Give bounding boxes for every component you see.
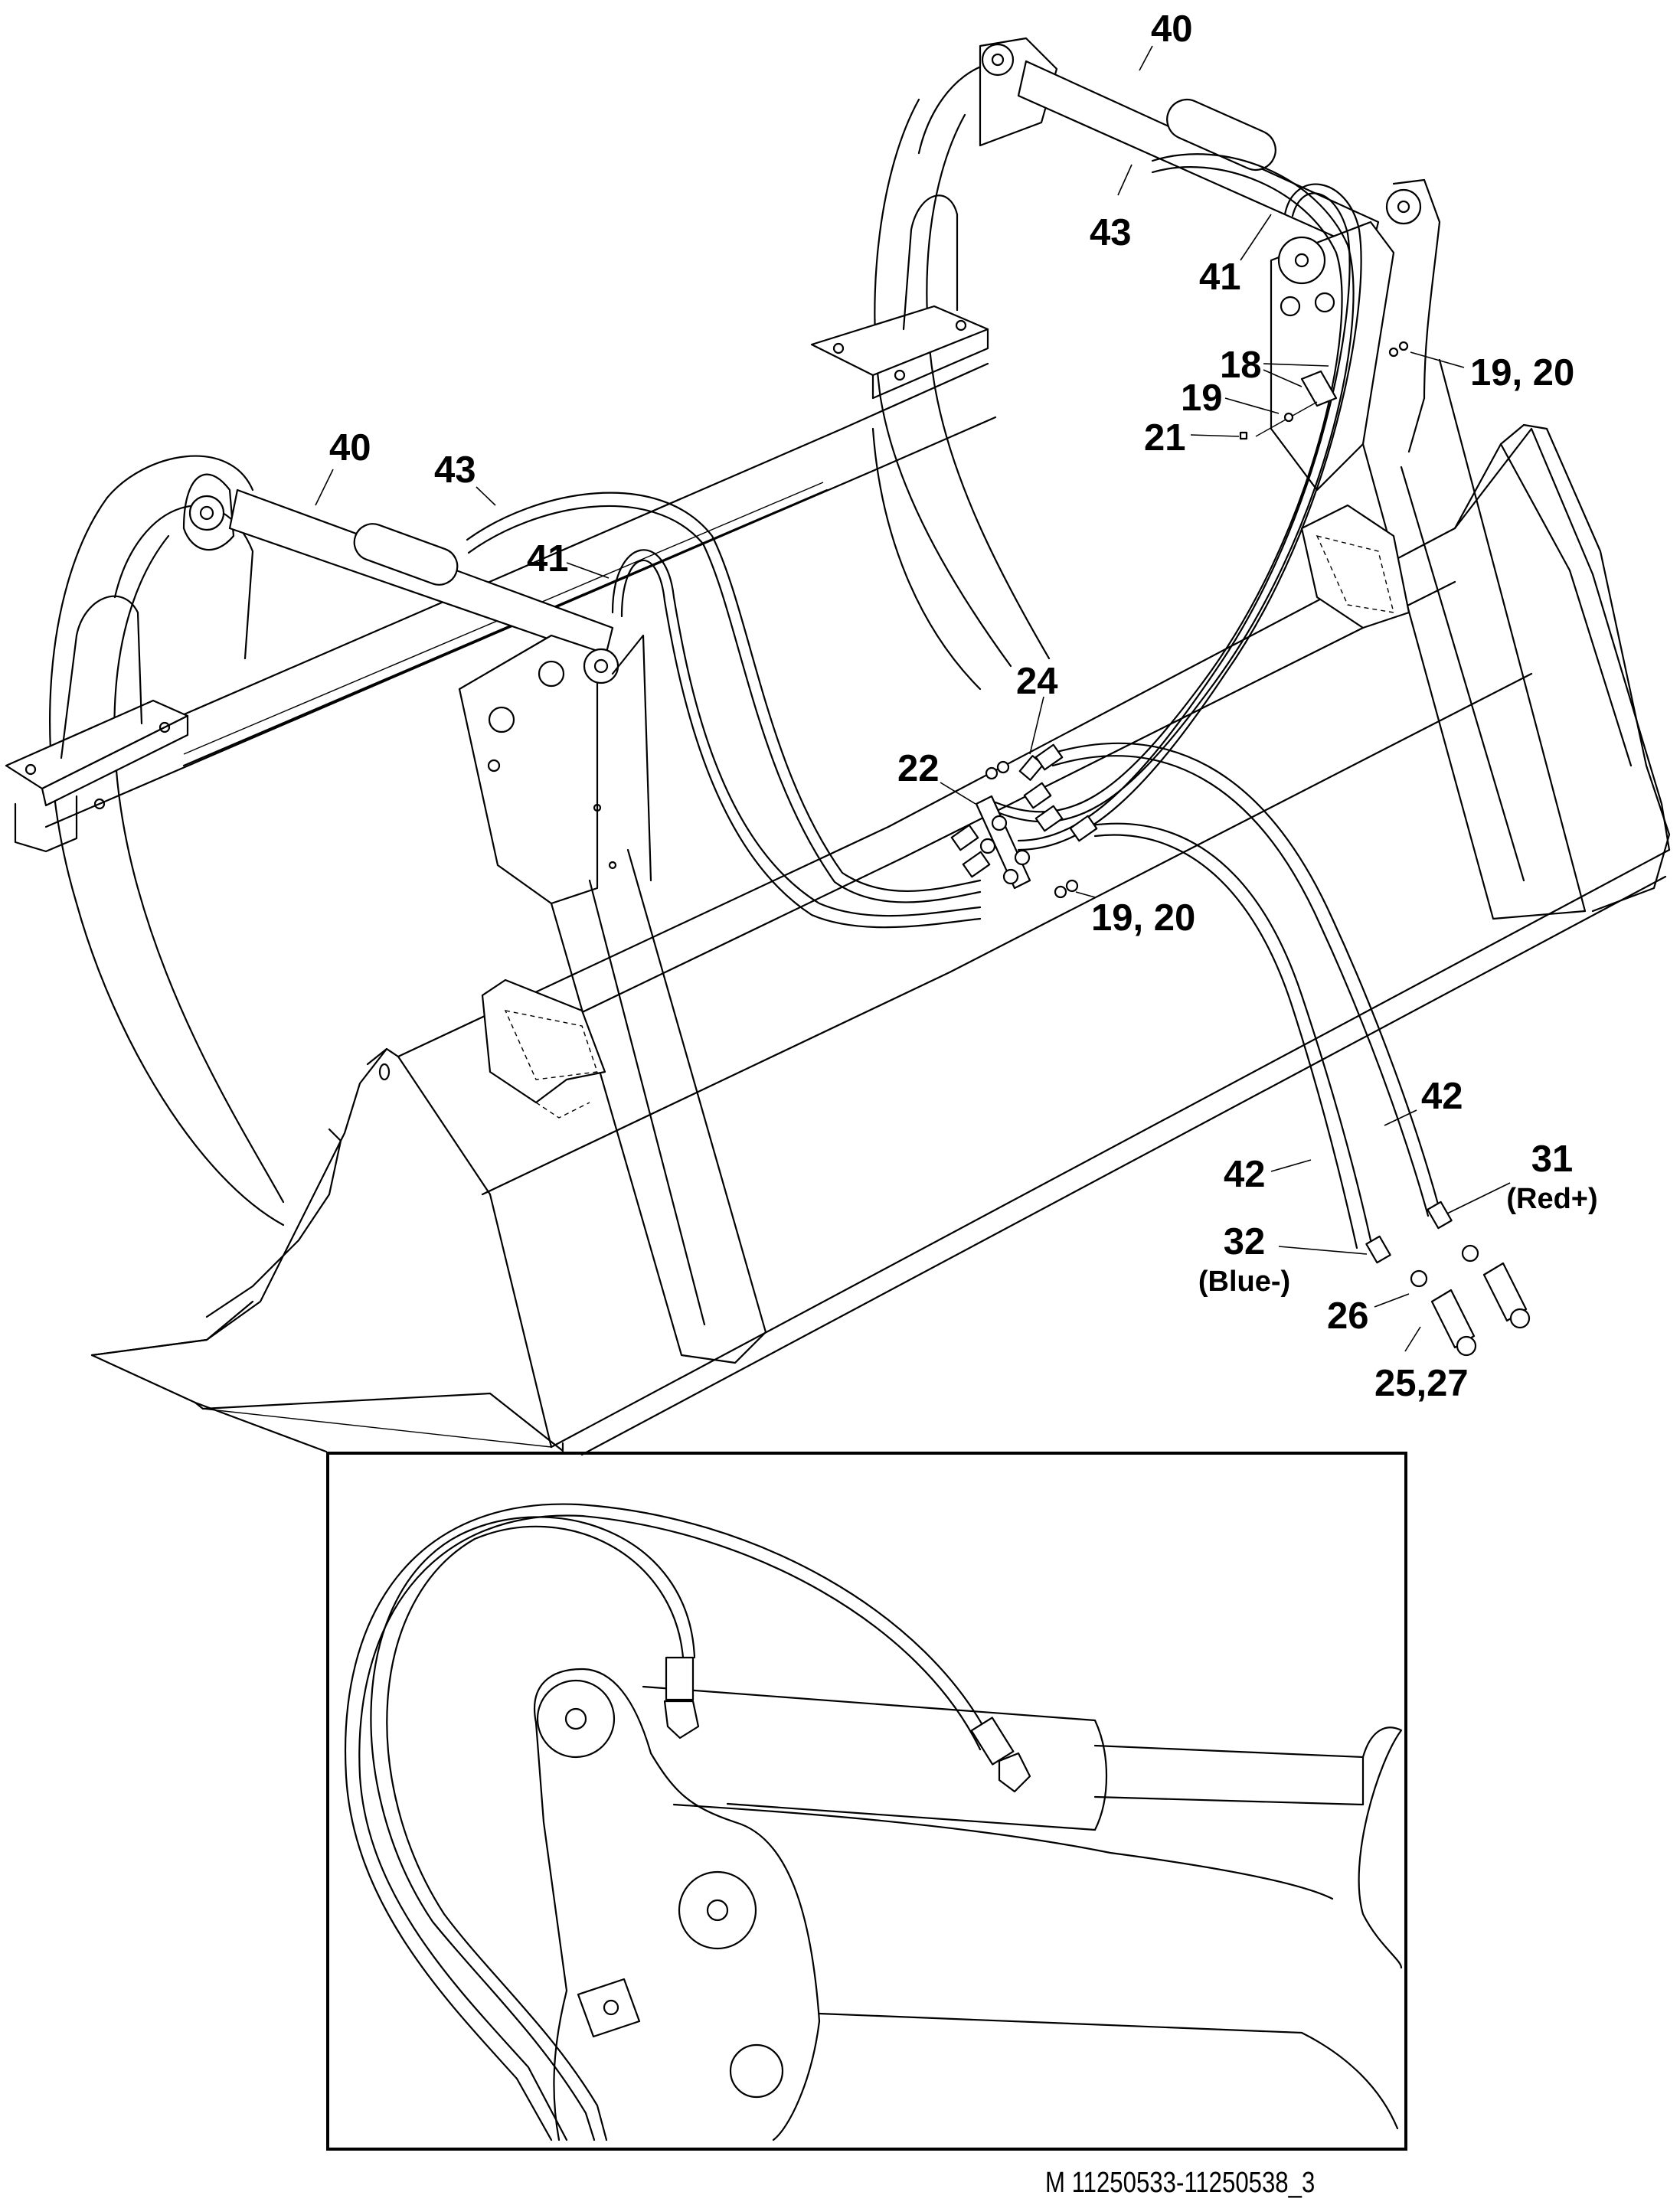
callout-21: 21 bbox=[1144, 417, 1186, 459]
callout-22: 22 bbox=[897, 748, 940, 789]
callout-32-blue: 32 (Blue-) bbox=[1196, 1221, 1293, 1298]
callout-25-27: 25,27 bbox=[1374, 1363, 1469, 1404]
callout-19-20-upper: 19, 20 bbox=[1470, 352, 1575, 394]
hydraulic-hoses bbox=[466, 153, 1441, 1250]
callout-41-left: 41 bbox=[527, 538, 569, 580]
callout-43-right: 43 bbox=[1090, 212, 1132, 253]
callout-32-number: 32 bbox=[1223, 1221, 1266, 1263]
callout-26: 26 bbox=[1327, 1295, 1369, 1337]
inset-pointer-left bbox=[194, 1401, 328, 1453]
callout-32-polarity: (Blue-) bbox=[1198, 1266, 1291, 1298]
callout-19-20-lower: 19, 20 bbox=[1091, 897, 1196, 939]
callout-31-polarity: (Red+) bbox=[1506, 1183, 1598, 1215]
leader-lines bbox=[315, 45, 1511, 1352]
callout-43-left: 43 bbox=[434, 449, 476, 491]
callout-31-number: 31 bbox=[1531, 1138, 1574, 1180]
callout-41-right: 41 bbox=[1199, 256, 1241, 298]
inset-detail-frame bbox=[326, 1452, 1407, 2151]
document-id: M 11250533-11250538_3 bbox=[1045, 2167, 1316, 2199]
quick-couplers bbox=[1365, 1200, 1531, 1357]
callout-18: 18 bbox=[1220, 345, 1262, 386]
callout-40-left: 40 bbox=[329, 427, 371, 469]
callout-19: 19 bbox=[1181, 377, 1223, 419]
callout-42-upper: 42 bbox=[1421, 1076, 1463, 1117]
bulkhead-fittings bbox=[950, 743, 1098, 899]
bucket-body bbox=[90, 423, 1671, 1456]
callout-40-right: 40 bbox=[1151, 8, 1193, 50]
callout-42-lower: 42 bbox=[1224, 1154, 1266, 1195]
hose-clamp-assembly bbox=[1239, 341, 1409, 440]
callout-24: 24 bbox=[1016, 661, 1058, 702]
left-grapple-arm bbox=[5, 455, 767, 1364]
inset-detail-art bbox=[344, 1503, 1403, 2141]
callout-31-red: 31 (Red+) bbox=[1505, 1141, 1599, 1214]
